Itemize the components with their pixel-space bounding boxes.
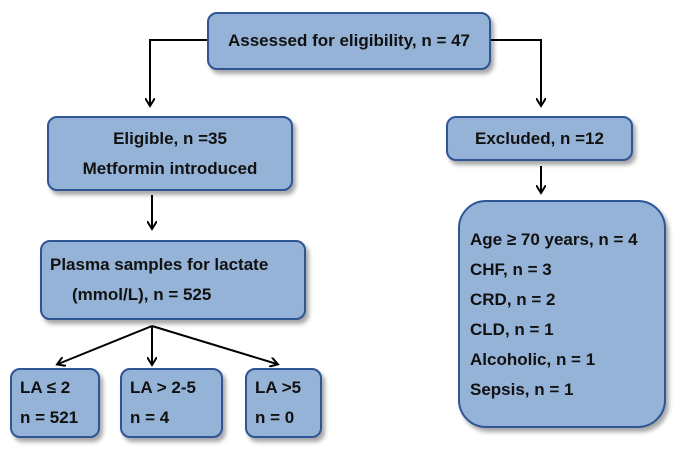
reason-item: Alcoholic, n = 1 xyxy=(470,350,596,369)
la3-range: LA >5 xyxy=(255,378,302,397)
reason-item: Sepsis, n = 1 xyxy=(470,380,574,399)
reason-item: Age ≥ 70 years, n = 4 xyxy=(470,230,638,249)
la1-count: n = 521 xyxy=(20,408,79,427)
plasma-label-1: Plasma samples for lactate xyxy=(50,255,269,274)
box-la-2: LA > 2-5 n = 4 xyxy=(120,368,223,438)
plasma-label-2: (mmol/L), n = 525 xyxy=(72,285,212,304)
la2-range: LA > 2-5 xyxy=(130,378,196,397)
box-la-3: LA >5 n = 0 xyxy=(245,368,322,438)
arrow-top-to-eligible xyxy=(150,39,207,105)
box-eligible: Eligible, n =35 Metformin introduced xyxy=(47,116,293,191)
box-assessed: Assessed for eligibility, n = 47 xyxy=(207,12,491,70)
arrow-plasma-to-la3 xyxy=(151,325,277,364)
arrow-plasma-to-la1 xyxy=(58,325,153,364)
assessed-label: Assessed for eligibility, n = 47 xyxy=(227,31,471,50)
arrow-top-to-excluded xyxy=(491,39,541,105)
eligible-label: Eligible, n =35 xyxy=(113,128,227,148)
la2-count: n = 4 xyxy=(130,408,170,427)
box-plasma: Plasma samples for lactate (mmol/L), n =… xyxy=(40,240,306,320)
box-excluded: Excluded, n =12 xyxy=(446,116,633,161)
reason-item: CLD, n = 1 xyxy=(470,320,554,339)
box-la-1: LA ≤ 2 n = 521 xyxy=(10,368,100,438)
la1-range: LA ≤ 2 xyxy=(20,378,71,397)
box-exclusion-reasons: Age ≥ 70 years, n = 4 CHF, n = 3 CRD, n … xyxy=(458,200,666,428)
metformin-label: Metformin introduced xyxy=(82,158,258,178)
excluded-label: Excluded, n =12 xyxy=(475,128,604,148)
reason-item: CRD, n = 2 xyxy=(470,290,556,309)
la3-count: n = 0 xyxy=(255,408,295,427)
reason-item: CHF, n = 3 xyxy=(470,260,552,279)
